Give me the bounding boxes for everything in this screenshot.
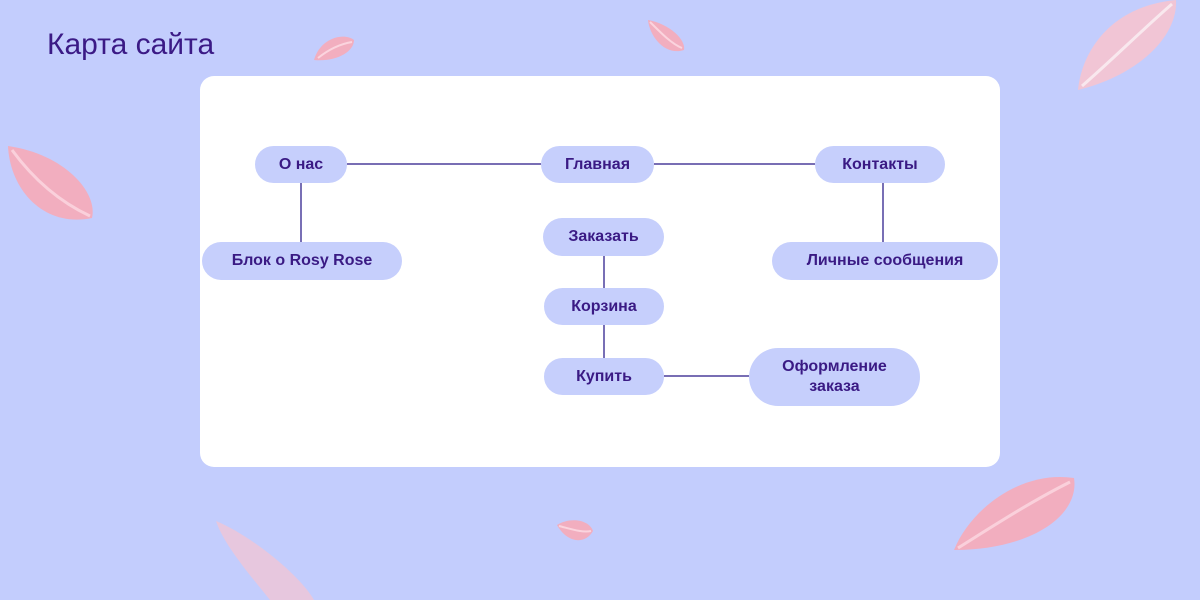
petal-decoration	[216, 521, 314, 600]
petal-decoration	[314, 36, 354, 61]
node-buy[interactable]: Купить	[544, 358, 664, 395]
node-contacts[interactable]: Контакты	[815, 146, 945, 183]
petal-decoration	[954, 476, 1075, 550]
petal-decoration	[1078, 0, 1177, 90]
page-title: Карта сайта	[47, 28, 215, 61]
node-order[interactable]: Заказать	[543, 218, 664, 256]
node-rosy-block[interactable]: Блок о Rosy Rose	[202, 242, 402, 280]
sitemap-card: Главная О нас Контакты Блок о Rosy Rose …	[200, 76, 1000, 467]
connector-lines	[300, 163, 884, 377]
petal-decoration	[557, 520, 593, 541]
node-checkout[interactable]: Оформление заказа	[749, 348, 920, 406]
node-cart[interactable]: Корзина	[544, 288, 664, 325]
node-home[interactable]: Главная	[541, 146, 654, 183]
node-messages[interactable]: Личные сообщения	[772, 242, 998, 280]
petal-decoration	[8, 146, 93, 220]
node-about[interactable]: О нас	[255, 146, 347, 183]
petal-decoration	[648, 20, 685, 52]
